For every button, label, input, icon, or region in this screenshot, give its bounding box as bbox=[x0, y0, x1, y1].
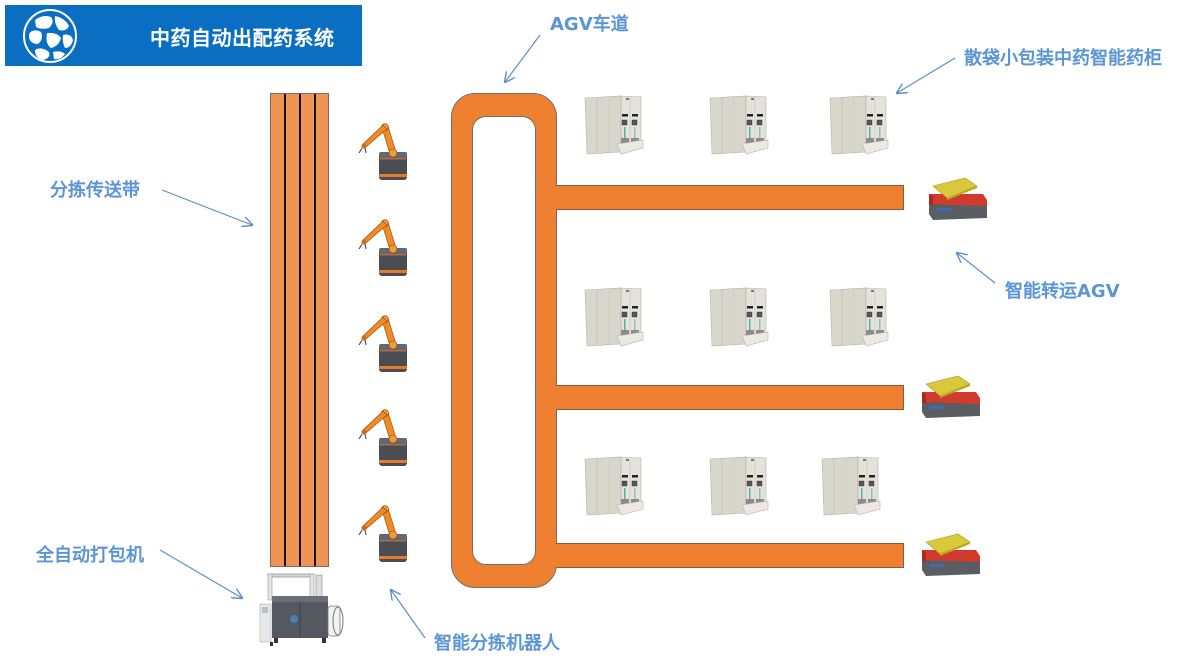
auto-packing-machine-icon bbox=[259, 573, 344, 646]
agv-loop-track bbox=[451, 93, 557, 588]
agv-branch-track-1 bbox=[556, 185, 904, 210]
smart-medicine-cabinet-icon bbox=[820, 455, 882, 519]
header-banner: 中药自动出配药系统 bbox=[5, 5, 362, 66]
agv-branch-track-3 bbox=[556, 543, 904, 568]
arrow-transfer-agv bbox=[957, 253, 996, 284]
arrow-agv-track bbox=[505, 34, 541, 82]
herb-pellets-logo-icon bbox=[23, 9, 77, 63]
transfer-agv-icon bbox=[918, 372, 982, 420]
agv-loop-inner bbox=[472, 116, 536, 565]
sorting-robot-arm-icon bbox=[352, 118, 412, 184]
arrow-sorting-robot bbox=[391, 590, 426, 639]
transfer-agv-icon bbox=[918, 530, 982, 578]
conveyor-lane-divider bbox=[284, 94, 286, 566]
sorting-robot-arm-icon bbox=[352, 404, 412, 470]
arrow-smart-cabinet bbox=[897, 57, 956, 93]
smart-medicine-cabinet-icon bbox=[828, 94, 890, 158]
label-auto-packer: 全自动打包机 bbox=[36, 545, 144, 566]
agv-branch-track-2 bbox=[556, 385, 904, 410]
label-transfer-agv: 智能转运AGV bbox=[1005, 281, 1120, 302]
arrow-sorting-conveyor bbox=[161, 189, 252, 225]
smart-medicine-cabinet-icon bbox=[583, 455, 645, 519]
smart-medicine-cabinet-icon bbox=[708, 286, 770, 350]
smart-medicine-cabinet-icon bbox=[828, 286, 890, 350]
smart-medicine-cabinet-icon bbox=[583, 94, 645, 158]
sorting-robot-arm-icon bbox=[352, 214, 412, 280]
smart-medicine-cabinet-icon bbox=[708, 94, 770, 158]
conveyor-lane-divider bbox=[299, 94, 301, 566]
smart-medicine-cabinet-icon bbox=[708, 455, 770, 519]
conveyor-lane-divider bbox=[314, 94, 316, 566]
smart-medicine-cabinet-icon bbox=[583, 286, 645, 350]
sorting-conveyor-belt bbox=[270, 93, 329, 567]
transfer-agv-icon bbox=[925, 174, 989, 222]
label-agv-track: AGV车道 bbox=[550, 14, 629, 35]
page-title: 中药自动出配药系统 bbox=[150, 26, 335, 50]
label-sorting-conveyor: 分拣传送带 bbox=[50, 180, 140, 201]
label-smart-cabinet: 散袋小包装中药智能药柜 bbox=[964, 48, 1162, 69]
label-sorting-robot: 智能分拣机器人 bbox=[434, 633, 560, 654]
sorting-robot-arm-icon bbox=[352, 500, 412, 566]
arrow-auto-packer bbox=[159, 549, 242, 598]
sorting-robot-arm-icon bbox=[352, 310, 412, 376]
